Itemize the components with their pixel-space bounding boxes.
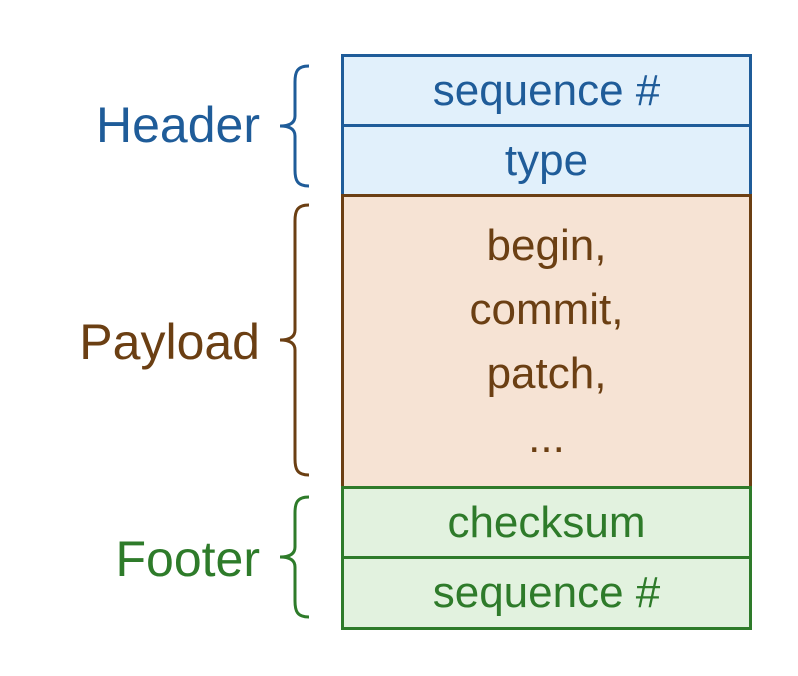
footer-field-sequence-number: sequence # (341, 556, 752, 630)
header-field-sequence-number: sequence # (341, 54, 752, 127)
payload-lines: begin, commit, patch, ... (470, 221, 624, 463)
payload-label: Payload (79, 314, 260, 370)
record-layout: sequence # type begin, commit, patch, ..… (341, 54, 752, 630)
header-label: Header (96, 97, 260, 153)
payload-line-begin: begin, (486, 221, 607, 270)
header-field-type: type (341, 124, 752, 197)
payload-brace-icon (279, 203, 310, 477)
header-brace-icon (279, 64, 310, 188)
payload-field: begin, commit, patch, ... (341, 194, 752, 490)
footer-brace-icon (279, 495, 310, 619)
payload-line-patch: patch, (486, 349, 607, 398)
payload-line-commit: commit, (469, 285, 624, 334)
footer-label: Footer (115, 531, 260, 587)
payload-line-ellipsis: ... (528, 413, 565, 462)
footer-field-checksum: checksum (341, 486, 752, 559)
